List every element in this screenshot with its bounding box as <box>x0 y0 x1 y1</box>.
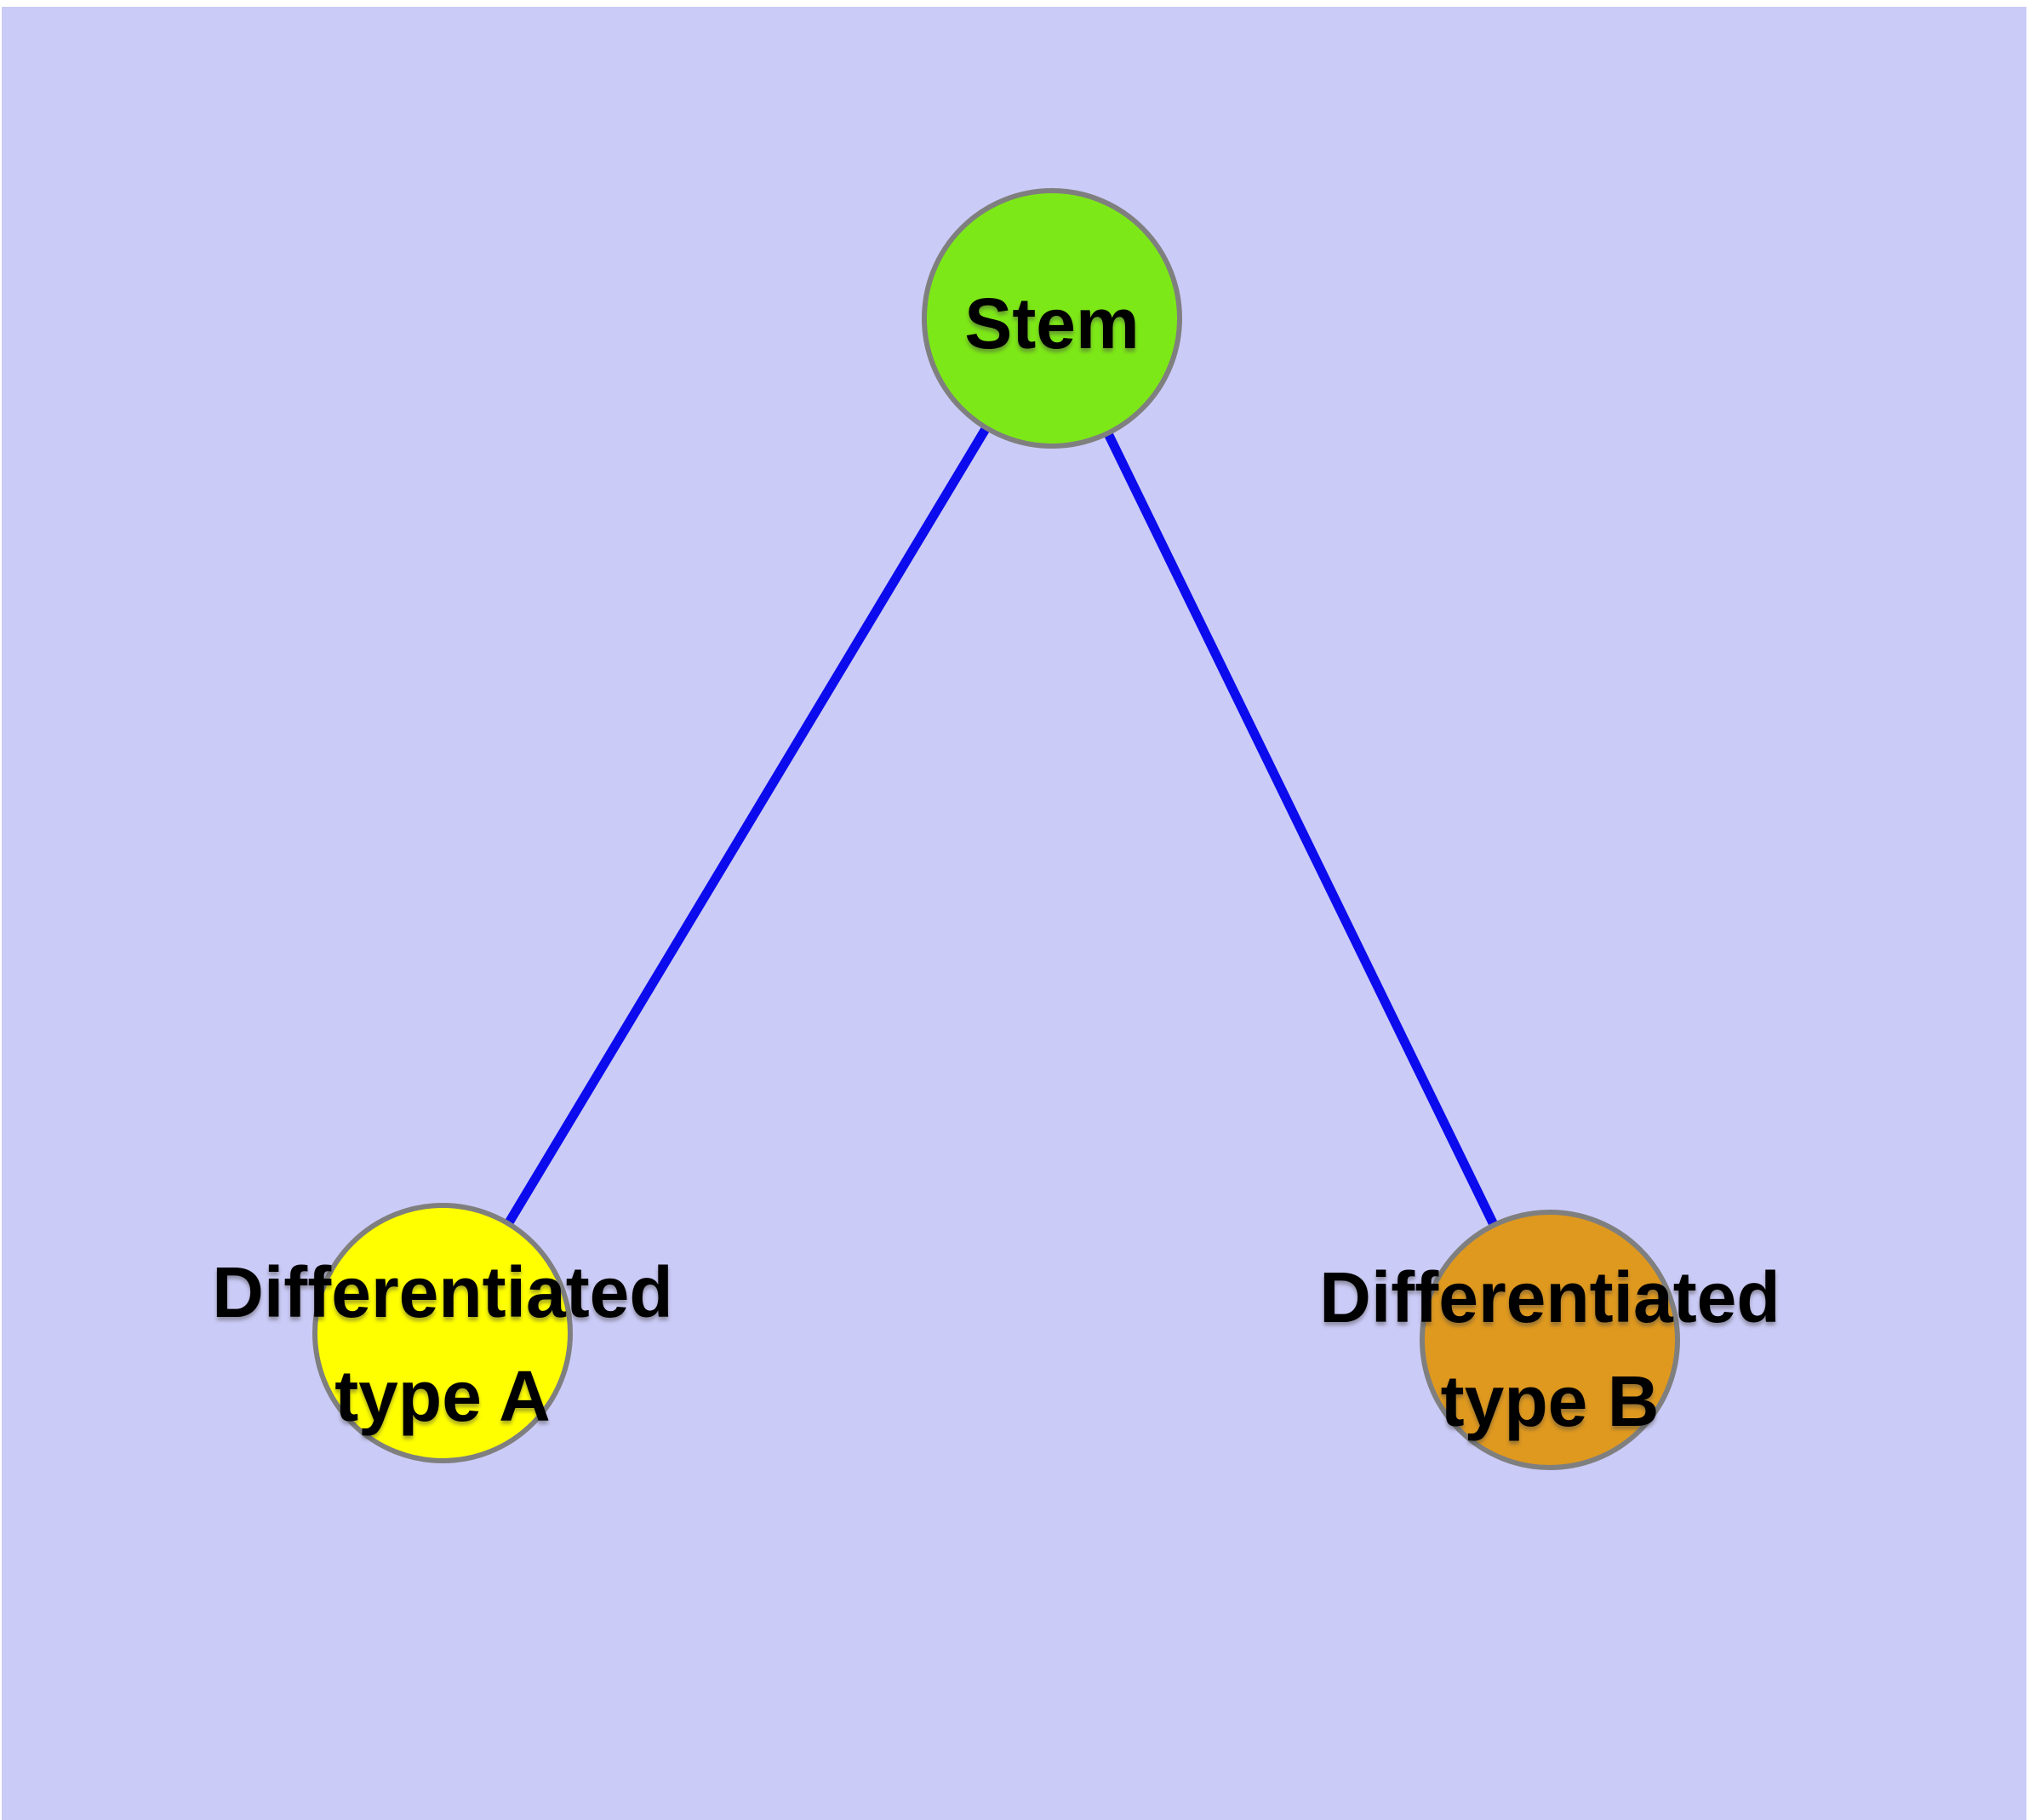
node-type-a-circle <box>312 1203 573 1463</box>
node-type-b-label-line2: type B <box>1441 1361 1660 1441</box>
node-type-b-circle <box>1420 1210 1680 1470</box>
node-type-a-label-line2: type A <box>334 1356 551 1436</box>
edges-layer <box>438 316 1554 1342</box>
labels-layer: Stem Differentiated type A Differentiate… <box>212 283 1780 1441</box>
node-type-a-label-line1: Differentiated <box>212 1252 672 1332</box>
edge-stem-to-type-a <box>438 316 1056 1336</box>
node-type-b-label-line1: Differentiated <box>1319 1257 1780 1337</box>
nodes-layer <box>312 188 1680 1470</box>
edge-stem-to-type-b <box>1048 316 1554 1342</box>
node-stem-circle <box>922 188 1182 449</box>
node-stem-label: Stem <box>964 283 1139 363</box>
